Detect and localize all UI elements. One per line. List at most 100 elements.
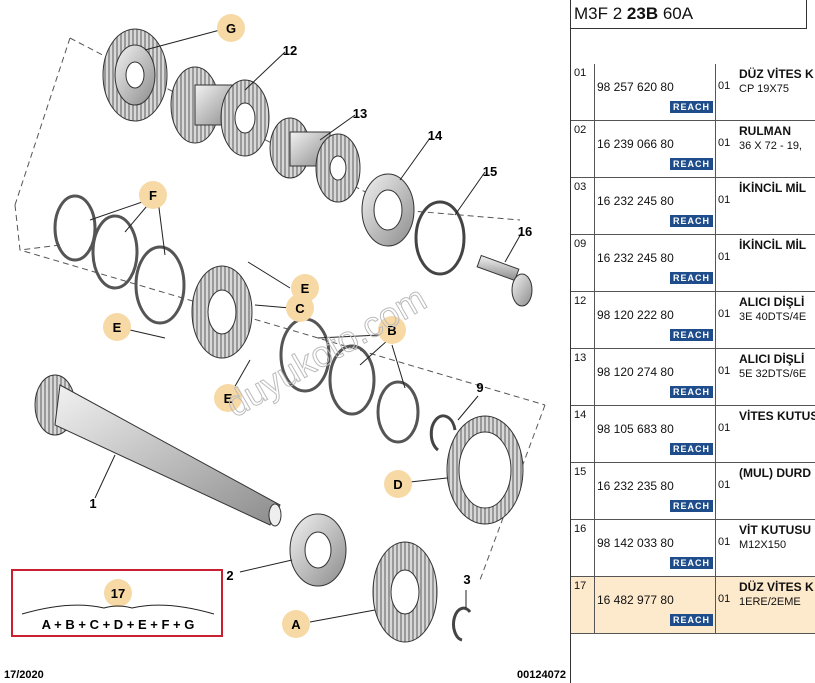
part-description: İKİNCİL MİL xyxy=(739,181,807,195)
part-quantity: 01 xyxy=(718,422,731,434)
callout-labels: G 12 13 14 15 16 F E C E B E 9 1 D 2 A 3 xyxy=(89,14,532,638)
part-quantity: 01 xyxy=(718,137,731,149)
reach-badge: REACH xyxy=(669,557,713,569)
part-index: 09 xyxy=(571,235,595,291)
synchro-rings-b xyxy=(279,317,420,444)
callout-d: D xyxy=(393,477,402,492)
part-quantity: 01 xyxy=(718,251,731,263)
reach-badge: REACH xyxy=(669,386,713,398)
gear-g xyxy=(102,28,168,122)
callout-e-left: E xyxy=(113,320,122,335)
callout-3: 3 xyxy=(463,572,470,587)
part-number: 98 142 033 80 xyxy=(597,536,674,550)
part-index: 03 xyxy=(571,178,595,234)
callout-c: C xyxy=(295,301,305,316)
formula-number: 17 xyxy=(111,586,125,601)
part-reference-cell: 16 239 066 80 REACH xyxy=(595,121,716,177)
part-reference-cell: 98 257 620 80 REACH xyxy=(595,64,716,120)
part-number: 98 257 620 80 xyxy=(597,80,674,94)
callout-g: G xyxy=(226,21,236,36)
callout-16: 16 xyxy=(518,224,532,239)
part-description: ALICI DİŞLİ xyxy=(739,352,805,366)
callout-15: 15 xyxy=(483,164,497,179)
callout-b: B xyxy=(387,323,396,338)
part-reference-cell: 16 232 245 80 REACH xyxy=(595,235,716,291)
part-number: 98 120 274 80 xyxy=(597,365,674,379)
part-number: 16 239 066 80 xyxy=(597,137,674,151)
callout-9: 9 xyxy=(476,380,483,395)
part-quantity: 01 xyxy=(718,194,731,206)
part-number: 16 232 235 80 xyxy=(597,479,674,493)
part-reference-cell: 98 142 033 80 REACH xyxy=(595,520,716,576)
part-spec: 5E 32DTS/6E xyxy=(739,368,807,380)
shaft-1 xyxy=(34,374,282,527)
snap-ring-15 xyxy=(414,200,466,276)
reach-badge: REACH xyxy=(669,158,713,170)
exploded-gearbox-diagram: G 12 13 14 15 16 F E C E B E 9 1 D 2 A 3… xyxy=(4,14,566,681)
part-description-cell: VİT KUTUSU M12X150 xyxy=(739,523,815,551)
part-number: 16 232 245 80 xyxy=(597,251,674,265)
callout-2: 2 xyxy=(226,568,233,583)
formula-expression: A + B + C + D + E + F + G xyxy=(42,617,195,632)
synchro-hub-c xyxy=(191,265,253,359)
bolt-16 xyxy=(476,254,533,307)
part-reference-cell: 98 120 222 80 REACH xyxy=(595,292,716,348)
kit-formula-box: 17 A + B + C + D + E + F + G xyxy=(11,569,223,637)
synchro-rings-f xyxy=(53,194,186,325)
part-index: 15 xyxy=(571,463,595,519)
bearing-2 xyxy=(289,513,347,587)
reach-badge: REACH xyxy=(669,215,713,227)
callout-12: 12 xyxy=(283,43,297,58)
part-quantity: 01 xyxy=(718,308,731,320)
part-description-cell: İKİNCİL MİL xyxy=(739,181,815,197)
reach-badge: REACH xyxy=(669,272,713,284)
part-description: ALICI DİŞLİ xyxy=(739,295,805,309)
callout-a: A xyxy=(291,617,301,632)
part-spec: M12X150 xyxy=(739,539,787,551)
gear-12 xyxy=(170,66,270,157)
callout-1: 1 xyxy=(89,496,96,511)
callout-13: 13 xyxy=(353,106,367,121)
part-description-cell: (MUL) DURD xyxy=(739,466,815,482)
callout-14: 14 xyxy=(428,128,443,143)
callout-e-lower: E xyxy=(224,391,233,406)
circlip-3 xyxy=(452,606,472,642)
part-quantity: 01 xyxy=(718,479,731,491)
part-index: 14 xyxy=(571,406,595,462)
part-number: 98 120 222 80 xyxy=(597,308,674,322)
footer-left: 17/2020 xyxy=(4,669,44,681)
gearbox-code-title: M3F 2 23B 60A xyxy=(571,0,807,29)
callout-f: F xyxy=(149,188,157,203)
part-index: 16 xyxy=(571,520,595,576)
reach-badge: REACH xyxy=(669,614,713,626)
callout-e-upper: E xyxy=(301,281,310,296)
part-index: 17 xyxy=(571,577,595,633)
part-description: İKİNCİL MİL xyxy=(739,238,807,252)
part-reference-cell: 98 120 274 80 REACH xyxy=(595,349,716,405)
reach-badge: REACH xyxy=(669,329,713,341)
part-quantity: 01 xyxy=(718,536,731,548)
reach-badge: REACH xyxy=(669,500,713,512)
reach-badge: REACH xyxy=(669,101,713,113)
part-description: VİT KUTUSU xyxy=(739,523,811,537)
part-number: 98 105 683 80 xyxy=(597,422,674,436)
part-description: VİTES KUTUS xyxy=(739,409,815,423)
